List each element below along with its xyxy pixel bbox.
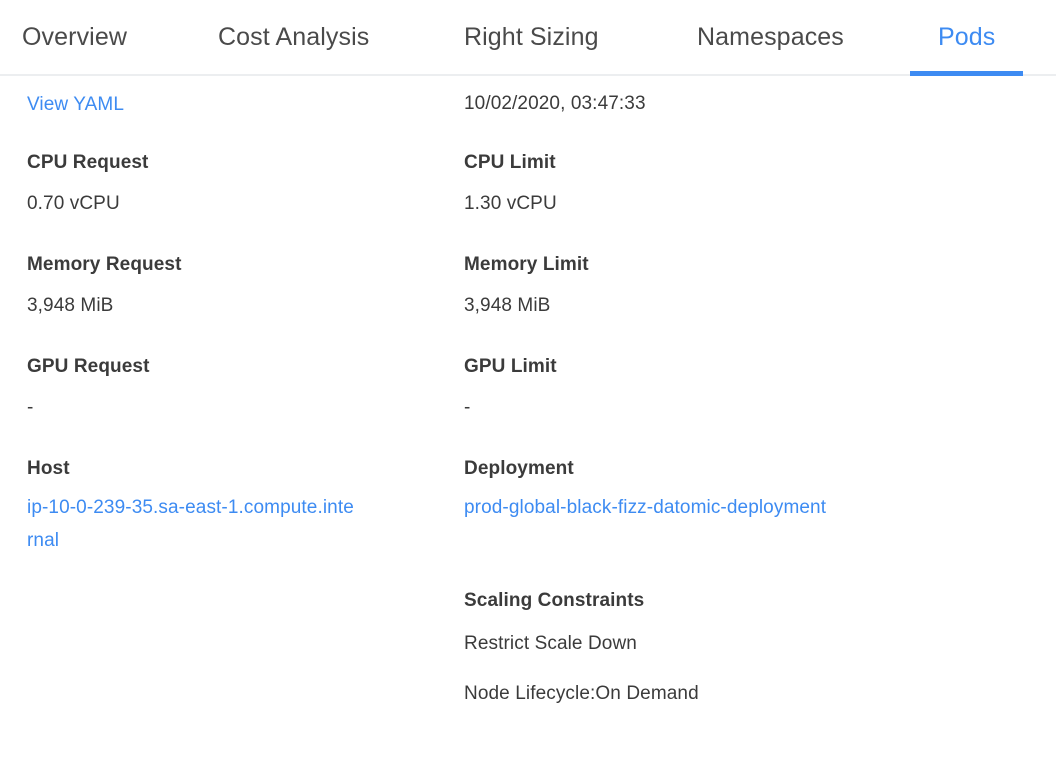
cpu-limit-value: 1.30 vCPU <box>464 193 557 214</box>
cpu-request-label: CPU Request <box>27 152 149 173</box>
tab-active-underline <box>910 71 1024 76</box>
deployment-label: Deployment <box>464 458 574 479</box>
memory-request-label: Memory Request <box>27 254 182 275</box>
tab-bar: Overview Cost Analysis Right Sizing Name… <box>0 0 1056 76</box>
tab-cost-analysis[interactable]: Cost Analysis <box>218 0 369 74</box>
memory-limit-value: 3,948 MiB <box>464 295 551 316</box>
pod-timestamp: 10/02/2020, 03:47:33 <box>464 93 646 114</box>
tab-pods-label: Pods <box>938 22 996 51</box>
gpu-limit-value: - <box>464 397 471 418</box>
memory-request-value: 3,948 MiB <box>27 295 114 316</box>
scaling-constraint-item: Node Lifecycle:On Demand <box>464 683 699 704</box>
gpu-request-value: - <box>27 397 34 418</box>
tab-cost-analysis-label: Cost Analysis <box>218 22 370 51</box>
host-link[interactable]: ip-10-0-239-35.sa-east-1.compute.interna… <box>27 497 354 551</box>
tab-overview-label: Overview <box>22 22 127 51</box>
tab-pods[interactable]: Pods <box>910 0 1024 76</box>
gpu-limit-label: GPU Limit <box>464 356 557 377</box>
cpu-request-value: 0.70 vCPU <box>27 193 120 214</box>
gpu-request-label: GPU Request <box>27 356 150 377</box>
cpu-limit-label: CPU Limit <box>464 152 556 173</box>
scaling-constraints-label: Scaling Constraints <box>464 590 645 611</box>
tab-overview[interactable]: Overview <box>22 0 127 74</box>
scaling-constraint-item: Restrict Scale Down <box>464 633 637 654</box>
tab-right-sizing[interactable]: Right Sizing <box>464 0 599 74</box>
tab-right-sizing-label: Right Sizing <box>464 22 599 51</box>
tab-namespaces[interactable]: Namespaces <box>697 0 844 74</box>
host-label: Host <box>27 458 70 479</box>
tab-namespaces-label: Namespaces <box>697 22 844 51</box>
view-yaml-link[interactable]: View YAML <box>27 94 125 115</box>
deployment-link[interactable]: prod-global-black-fizz-datomic-deploymen… <box>464 497 827 518</box>
memory-limit-label: Memory Limit <box>464 254 589 275</box>
